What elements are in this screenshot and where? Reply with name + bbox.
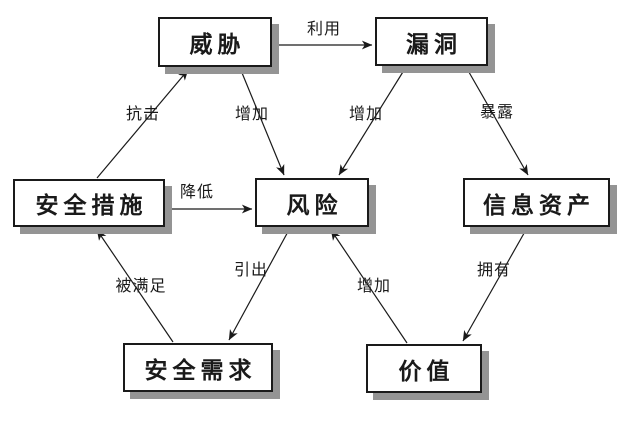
edge-label-information-assets-to-value: 拥有 [476, 260, 512, 279]
node-label-risk: 风险 [286, 192, 343, 219]
edge-label-risk-to-security-requirements: 引出 [233, 260, 269, 279]
edge-label-threat-to-vulnerability: 利用 [306, 19, 342, 38]
node-label-security-measures: 安全措施 [35, 193, 148, 219]
edge-arrow-risk-to-security-requirements [228, 227, 291, 341]
node-label-vulnerability: 漏洞 [406, 31, 462, 58]
node-information-assets: 信息资产 [463, 178, 610, 227]
edge-label-threat-to-risk: 增加 [234, 104, 270, 123]
edge-arrow-security-measures-to-threat [96, 69, 189, 179]
node-label-threat: 威胁 [189, 32, 246, 58]
node-vulnerability: 漏洞 [375, 17, 488, 66]
edge-label-vulnerability-to-information-assets: 暴露 [479, 102, 515, 121]
node-label-value: 价值 [398, 358, 455, 385]
node-risk: 风险 [255, 178, 369, 227]
edge-label-vulnerability-to-risk: 增加 [348, 104, 384, 123]
edge-label-security-measures-to-threat: 抗击 [125, 104, 161, 123]
node-label-information-assets: 信息资产 [483, 192, 595, 219]
node-security-measures: 安全措施 [13, 179, 165, 227]
edge-label-security-requirements-to-security-measures: 被满足 [115, 276, 167, 295]
node-security-requirements: 安全需求 [123, 343, 273, 392]
edge-arrow-information-assets-to-value [462, 227, 528, 342]
edge-label-value-to-risk: 增加 [356, 276, 392, 295]
edge-label-security-measures-to-risk: 降低 [179, 182, 215, 201]
node-value: 价值 [366, 344, 482, 393]
node-label-security-requirements: 安全需求 [144, 357, 257, 384]
node-threat: 威胁 [158, 17, 272, 67]
